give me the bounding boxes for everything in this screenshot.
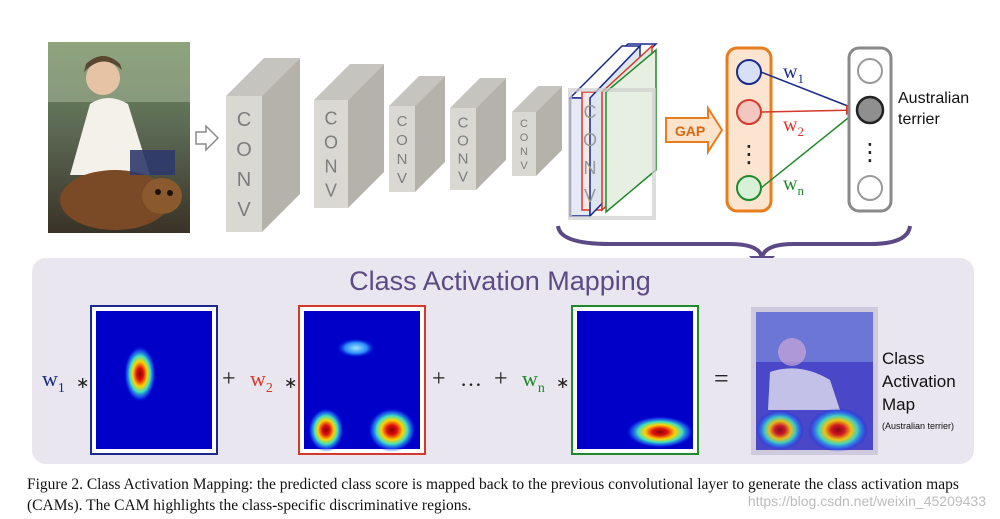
figure-caption: Figure 2. Class Activation Mapping: the …: [27, 476, 959, 514]
output-label-line1: Class: [882, 349, 925, 368]
conv-letter: N: [397, 151, 408, 168]
conv-letter: O: [324, 132, 338, 152]
heatmap-w2: [298, 305, 426, 455]
class-label-line1: Australian: [898, 90, 969, 107]
cam-title: Class Activation Mapping: [349, 266, 651, 296]
conv-letter: O: [396, 132, 408, 149]
conv-letter: O: [236, 139, 252, 161]
watermark: https://blog.csdn.net/weixin_45209433: [747, 493, 986, 509]
conv-letter: V: [397, 170, 407, 187]
weight-labels: w1 w2 wn: [783, 61, 804, 198]
conv-letter: O: [520, 132, 529, 144]
weight-label-wn: wn: [783, 173, 804, 198]
weight-line-wn: [760, 109, 859, 189]
output-sublabel: (Australian terrier): [882, 421, 954, 431]
conv-letter: V: [237, 199, 251, 221]
conv-letter: V: [520, 160, 528, 172]
equation-times: ∗: [556, 375, 569, 392]
output-node: [857, 175, 883, 201]
gap-node-blue: [736, 59, 762, 85]
gap-node-red: [736, 99, 762, 125]
conv-letter: V: [325, 180, 337, 200]
last-conv-letter: N: [584, 158, 597, 178]
last-conv-layer: C O N V: [568, 43, 658, 220]
equation-equals: =: [714, 364, 729, 393]
weight-line-w2: [760, 109, 859, 113]
equation-times: ∗: [76, 375, 89, 392]
equation-ellipsis: …: [460, 366, 482, 391]
gap-node-dots: ⋮: [737, 140, 761, 168]
output-label-line3: Map: [882, 395, 915, 414]
class-label-line2: terrier: [898, 111, 940, 128]
gap-node-column: ⋮: [725, 46, 773, 213]
heatmap-wn: [571, 305, 699, 455]
equation-w1: w1: [42, 366, 65, 396]
input-arrow: [195, 124, 220, 152]
input-photo: [48, 42, 190, 233]
conv-letter: N: [520, 146, 528, 158]
last-conv-letter: V: [584, 186, 596, 206]
conv-letter: N: [237, 169, 251, 191]
output-node: [857, 58, 883, 84]
mapping-brace: [556, 225, 912, 259]
conv-letter: N: [458, 150, 469, 167]
output-node-column: ⋮: [847, 46, 893, 213]
weight-line-w1: [760, 71, 859, 111]
equation-plus: +: [432, 366, 446, 392]
conv-letter: C: [237, 109, 251, 131]
output-node-dots: ⋮: [858, 138, 882, 166]
output-label-line2: Activation: [882, 372, 956, 391]
last-conv-letter: O: [583, 130, 597, 150]
last-conv-letter: C: [584, 102, 597, 122]
conv-letter: C: [325, 108, 338, 128]
gap-label: GAP: [675, 123, 705, 139]
gap-node-green: [736, 175, 762, 201]
equation-plus: +: [494, 366, 508, 392]
equation-w2: w2: [250, 366, 273, 396]
conv-letter: V: [458, 168, 468, 185]
conv-letter: C: [520, 118, 528, 130]
conv-letter: C: [397, 113, 408, 130]
conv-letter: C: [458, 114, 469, 131]
cam-equation: w1 ∗ + w2 ∗ + … + wn ∗ =: [42, 364, 729, 396]
weight-label-w2: w2: [783, 114, 804, 139]
equation-wn: wn: [522, 366, 545, 396]
heatmap-w1: [90, 305, 218, 455]
class-activation-map-output: [751, 307, 878, 455]
weight-label-w1: w1: [783, 61, 804, 86]
equation-times: ∗: [284, 375, 297, 392]
output-node-active: [855, 95, 885, 125]
conv-letter: N: [325, 156, 338, 176]
equation-plus: +: [222, 366, 236, 392]
conv-letter: O: [457, 132, 469, 149]
gap-arrow: GAP: [665, 104, 724, 156]
cam-panel: [32, 258, 974, 464]
